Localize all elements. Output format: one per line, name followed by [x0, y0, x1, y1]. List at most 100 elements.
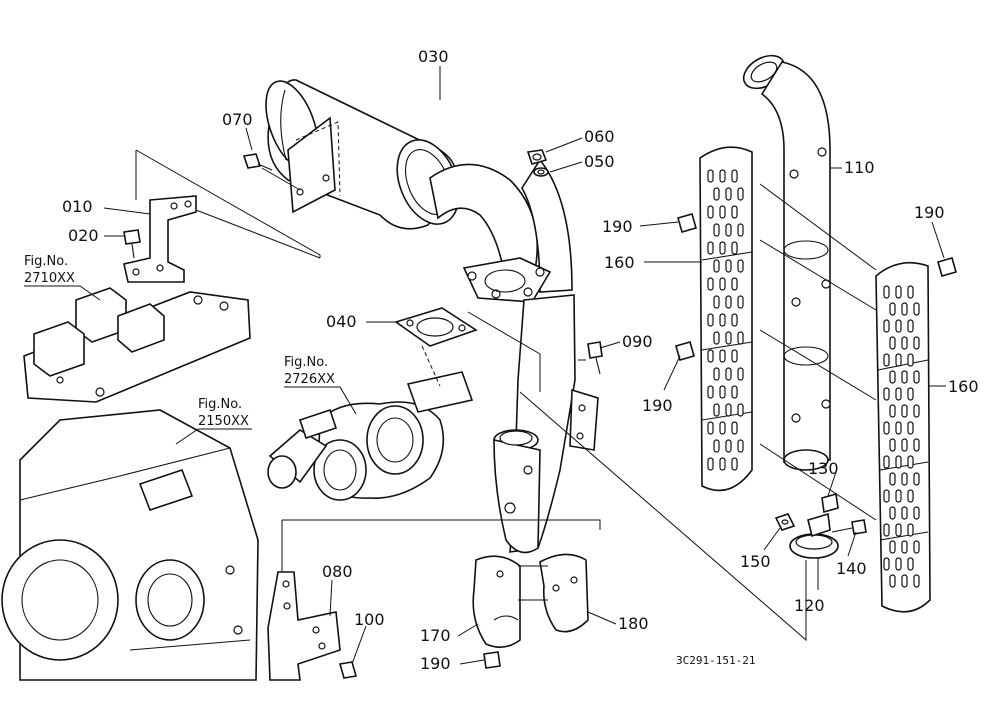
perforation-slot	[907, 489, 914, 503]
perforation-slot	[889, 540, 896, 554]
perforation-slot	[901, 506, 908, 520]
perforation-slot	[907, 387, 914, 401]
perforation-slot	[889, 370, 896, 384]
perforation-slot	[913, 472, 920, 486]
callout-060: 060	[584, 127, 615, 146]
perforation-slot	[883, 387, 890, 401]
callout-190-left-upper: 190	[602, 217, 633, 236]
perforation-slot	[713, 439, 720, 453]
callout-160-right: 160	[948, 377, 979, 396]
bolt-190-bottom	[483, 651, 501, 669]
fig-ref-2150-number: 2150XX	[198, 414, 249, 429]
perforation-slot	[901, 438, 908, 452]
perforation-slot	[737, 259, 744, 273]
fig-ref-2726-label: Fig.No.	[284, 355, 328, 370]
perforation-slot	[883, 421, 890, 435]
perforation-slot	[895, 421, 902, 435]
bolt-020	[123, 229, 141, 259]
perforation-slot	[913, 574, 920, 588]
perforation-slot	[901, 370, 908, 384]
figure-references: Fig.No. 2710XX Fig.No. 2726XX Fig.No. 21…	[24, 254, 357, 445]
callout-190-bottom: 190	[420, 654, 451, 673]
fig-ref-2726-number: 2726XX	[284, 372, 335, 387]
perforation-slot	[889, 472, 896, 486]
perforation-slot	[719, 169, 726, 183]
perforation-slot	[731, 205, 738, 219]
perforation-slot	[719, 241, 726, 255]
pipe-guard-160-right	[875, 261, 931, 613]
perforation-slot	[731, 421, 738, 435]
fig-ref-2710-number: 2710XX	[24, 271, 75, 286]
perforation-slot	[725, 439, 732, 453]
perforation-slot	[731, 313, 738, 327]
perforation-slot	[889, 336, 896, 350]
bolt-090	[587, 341, 603, 375]
perforation-slot	[889, 574, 896, 588]
perforation-slot	[707, 421, 714, 435]
perforation-slot	[713, 367, 720, 381]
perforation-slot	[883, 489, 890, 503]
pipe-guard-160-left	[699, 146, 753, 492]
perforation-slot	[913, 302, 920, 316]
bolt-190-left-upper	[677, 213, 697, 233]
perforation-slot	[725, 223, 732, 237]
perforation-slot	[913, 506, 920, 520]
perforation-slot	[901, 574, 908, 588]
turbocharger	[267, 345, 474, 501]
perforation-slot	[913, 370, 920, 384]
callouts: 030 070 010 020 060 050 040 090 080 100 …	[62, 47, 979, 673]
perforation-slot	[889, 302, 896, 316]
perforation-slot	[719, 421, 726, 435]
perforation-slot	[901, 302, 908, 316]
perforation-slot	[707, 277, 714, 291]
washer-050	[533, 167, 549, 177]
perforation-slot	[719, 349, 726, 363]
perforation-slot	[907, 557, 914, 571]
perforation-slot	[737, 439, 744, 453]
nut-060	[526, 149, 548, 165]
perforation-slot	[713, 259, 720, 273]
perforation-slot	[719, 313, 726, 327]
perforation-slot	[895, 523, 902, 537]
assembly-lines	[135, 149, 877, 642]
perforation-slot	[913, 404, 920, 418]
perforation-slot	[713, 331, 720, 345]
muffler-030	[265, 79, 573, 303]
bolt-190-left-lower	[675, 341, 695, 361]
perforation-slot	[907, 455, 914, 469]
bracket-130	[821, 492, 839, 514]
perforation-slot	[725, 367, 732, 381]
perforation-slot	[913, 438, 920, 452]
heat-shield-170	[472, 555, 521, 648]
perforation-slot	[707, 457, 714, 471]
perforation-slot	[883, 319, 890, 333]
clamp-120	[789, 512, 839, 559]
perforation-slot	[731, 277, 738, 291]
perforation-slot	[707, 385, 714, 399]
perforation-slot	[883, 285, 890, 299]
fig-ref-2150-label: Fig.No.	[198, 397, 242, 412]
perforation-slot	[707, 241, 714, 255]
bracket-010	[123, 195, 197, 283]
perforation-slot	[719, 457, 726, 471]
perforation-slot	[889, 506, 896, 520]
perforation-slot	[901, 404, 908, 418]
callout-100: 100	[354, 610, 385, 629]
callout-120: 120	[794, 596, 825, 615]
bolt-100	[338, 661, 358, 679]
callout-190-right: 190	[914, 203, 945, 222]
nut-150	[774, 513, 796, 531]
callout-110: 110	[844, 158, 875, 177]
perforation-slot	[737, 403, 744, 417]
bolt-070	[242, 153, 273, 171]
heat-shield-180	[539, 553, 589, 633]
perforation-slot	[719, 385, 726, 399]
callout-150: 150	[740, 552, 771, 571]
perforation-slot	[725, 259, 732, 273]
perforation-slot	[731, 169, 738, 183]
perforation-slot	[901, 540, 908, 554]
perforation-slot	[713, 295, 720, 309]
callout-050: 050	[584, 152, 615, 171]
perforation-slot	[737, 187, 744, 201]
